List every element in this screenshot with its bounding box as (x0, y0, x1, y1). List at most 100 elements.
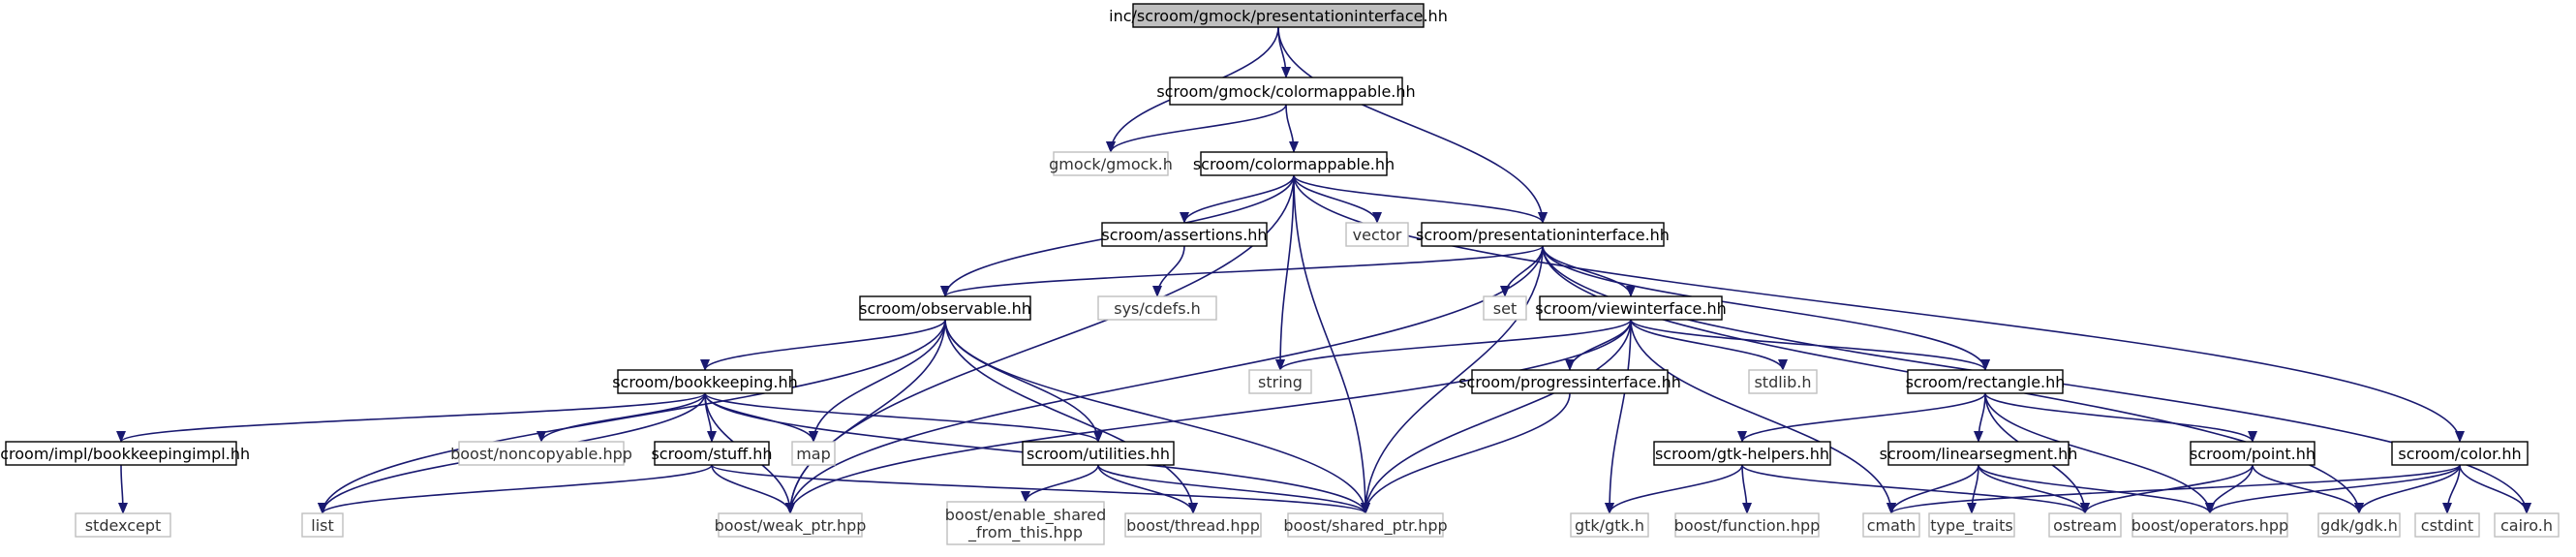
edge-scroom-viewinterface-hh-to-string (1275, 319, 1632, 371)
edge-scroom-observable-hh-to-map (809, 319, 946, 443)
node-box (2391, 441, 2529, 466)
edge-scroom-gmock-colormappable-hh-to-scroom-colormappable-hh (1285, 104, 1299, 153)
node-scroom-linearsegment-hh[interactable]: scroom/linearsegment.hh (1880, 441, 2078, 466)
node-sys-cdefs-h: sys/cdefs.h (1097, 295, 1217, 321)
node-stdlib-h: stdlib.h (1748, 369, 1818, 394)
edge-scroom-stuff-hh-to-boost-shared-ptr-hpp (711, 464, 1370, 514)
node-boost-function-hpp: boost/function.hpp (1674, 512, 1820, 538)
edge-scroom-gtk-helpers-hh-to-boost-function-hpp (1741, 464, 1752, 514)
node-gtk-gtk-h: gtk/gtk.h (1570, 512, 1649, 538)
node-string: string (1248, 369, 1312, 394)
edge-scroom-viewinterface-hh-to-stdlib-h (1630, 319, 1788, 371)
edge-scroom-impl-bookkeepingimpl-hh-to-stdexcept (117, 464, 128, 514)
node-box (1287, 512, 1444, 538)
node-box (1570, 512, 1649, 538)
node-boost-shared-ptr-hpp: boost/shared_ptr.hpp (1283, 512, 1448, 538)
node-scroom-colormappable-hh[interactable]: scroom/colormappable.hh (1193, 151, 1395, 176)
node-box (2414, 512, 2480, 538)
node-label: scroom/rectangle.hh (1906, 373, 2066, 391)
node-type-traits: type_traits (1928, 512, 2015, 538)
node-box (859, 295, 1031, 321)
edge-scroom-colormappable-hh-to-scroom-assertions-hh (1180, 174, 1295, 224)
node-cairo-h: cairo.h (2494, 512, 2560, 538)
edge-scroom-stuff-hh-to-list (318, 464, 713, 514)
node-box (791, 441, 836, 466)
node-box (2317, 512, 2401, 538)
node-label: scroom/presentationinterface.hh (1416, 226, 1670, 244)
node-label: ostream (2053, 516, 2117, 535)
node-scroom-viewinterface-hh[interactable]: scroom/viewinterface.hh (1535, 295, 1727, 321)
node-label: boost/thread.hpp (1126, 516, 1260, 535)
edge-scroom-color-hh-to-gdk-gdk-h (2354, 464, 2461, 514)
node-scroom-presentationinterface-hh[interactable]: scroom/presentationinterface.hh (1416, 222, 1670, 247)
node-label: scroom/bookkeeping.hh (612, 373, 798, 391)
edge-scroom-rectangle-hh-to-scroom-point-hh (1984, 392, 2257, 443)
edge-scroom-utilities-hh-to-boost-thread-hpp (1097, 464, 1198, 514)
node-label: boost/noncopyable.hpp (450, 445, 632, 463)
edge-scroom-observable-hh-to-boost-weak-ptr-hpp (785, 319, 946, 514)
node-list: list (301, 512, 344, 538)
edge-scroom-linearsegment-hh-to-type-traits (1967, 464, 1979, 514)
node-label: stdlib.h (1754, 373, 1811, 391)
node-scroom-progressinterface-hh[interactable]: scroom/progressinterface.hh (1458, 369, 1681, 394)
node-label: gtk/gtk.h (1575, 516, 1644, 535)
node-label: scroom/colormappable.hh (1193, 155, 1395, 173)
node-scroom-stuff-hh[interactable]: scroom/stuff.hh (651, 441, 773, 466)
node-scroom-rectangle-hh[interactable]: scroom/rectangle.hh (1906, 369, 2066, 394)
node-box (1169, 77, 1403, 106)
node-label: gdk/gdk.h (2320, 516, 2398, 535)
node-scroom-utilities-hh[interactable]: scroom/utilities.hh (1022, 441, 1175, 466)
node-scroom-impl-bookkeepingimpl-hh[interactable]: scroom/impl/bookkeepingimpl.hh (0, 441, 250, 466)
node-scroom-point-hh[interactable]: scroom/point.hh (2190, 441, 2315, 466)
edge-scroom-observable-hh-to-list (318, 319, 946, 514)
node-scroom-gmock-colormappable-hh[interactable]: scroom/gmock/colormappable.hh (1156, 77, 1416, 106)
edge-scroom-color-hh-to-boost-operators-hpp (2205, 464, 2461, 514)
node-label: scroom/assertions.hh (1101, 226, 1267, 244)
edge-scroom-presentationinterface-hh-to-set (1500, 245, 1544, 297)
node-box (2494, 512, 2560, 538)
node-box (1421, 222, 1665, 247)
edge-scroom-observable-hh-to-scroom-utilities-hh (944, 319, 1103, 443)
node-label: scroom/impl/bookkeepingimpl.hh (0, 445, 250, 463)
edge-scroom-stuff-hh-to-boost-weak-ptr-hpp (711, 464, 795, 514)
edge-scroom-linearsegment-hh-to-boost-operators-hpp (1978, 464, 2215, 514)
node-label: list (311, 516, 334, 535)
node-label: scroom/utilities.hh (1027, 445, 1170, 463)
node-box (2131, 512, 2288, 538)
node-box (1022, 441, 1175, 466)
node-box (654, 441, 770, 466)
edge-scroom-observable-hh-to-boost-shared-ptr-hpp (944, 319, 1370, 514)
node-scroom-color-hh[interactable]: scroom/color.hh (2391, 441, 2529, 466)
edge-scroom-presentationinterface-hh-to-scroom-rectangle-hh (1542, 245, 1990, 371)
node-gmock-gmock-h: gmock/gmock.h (1049, 151, 1173, 176)
node-box (2190, 441, 2315, 466)
node-boost-noncopyable-hpp: boost/noncopyable.hpp (450, 441, 632, 466)
node-box (1907, 369, 2064, 394)
node-inc-scroom-gmock-presentationinterface-hh: inc/scroom/gmock/presentationinterface.h… (1109, 3, 1448, 28)
edge-scroom-presentationinterface-hh-to-boost-weak-ptr-hpp (785, 245, 1544, 514)
node-label: boost/enable_shared_from_this.hpp (945, 506, 1106, 542)
edge-scroom-rectangle-hh-to-boost-operators-hpp (1984, 392, 2215, 514)
node-label: scroom/viewinterface.hh (1535, 299, 1726, 318)
node-box (1053, 151, 1169, 176)
node-scroom-assertions-hh[interactable]: scroom/assertions.hh (1101, 222, 1268, 247)
node-vector: vector (1345, 222, 1409, 247)
edge-scroom-colormappable-hh-to-vector (1293, 174, 1382, 224)
node-scroom-gtk-helpers-hh[interactable]: scroom/gtk-helpers.hh (1653, 441, 1831, 466)
edge-scroom-viewinterface-hh-to-scroom-progressinterface-hh (1565, 319, 1632, 371)
node-scroom-bookkeeping-hh[interactable]: scroom/bookkeeping.hh (612, 369, 798, 394)
node-scroom-observable-hh[interactable]: scroom/observable.hh (859, 295, 1031, 321)
node-box (1248, 369, 1312, 394)
edge-scroom-utilities-hh-to-boost-enable-shared-from-this-hpp (1021, 464, 1099, 503)
edge-scroom-bookkeeping-hh-to-scroom-utilities-hh (704, 392, 1103, 443)
node-label: scroom/gmock/colormappable.hh (1156, 82, 1415, 101)
edge-scroom-colormappable-hh-to-string (1275, 174, 1295, 371)
node-label: boost/weak_ptr.hpp (715, 516, 867, 536)
edge-inc-scroom-gmock-presentationinterface-hh-to-scroom-presentationinterface-hh (1277, 26, 1548, 224)
edge-scroom-gmock-colormappable-hh-to-gmock-gmock-h (1106, 104, 1287, 153)
node-box (946, 501, 1105, 545)
node-box (1097, 295, 1217, 321)
edge-scroom-assertions-hh-to-sys-cdefs-h (1152, 245, 1185, 297)
node-label: scroom/linearsegment.hh (1880, 445, 2078, 463)
node-box (1887, 441, 2070, 466)
